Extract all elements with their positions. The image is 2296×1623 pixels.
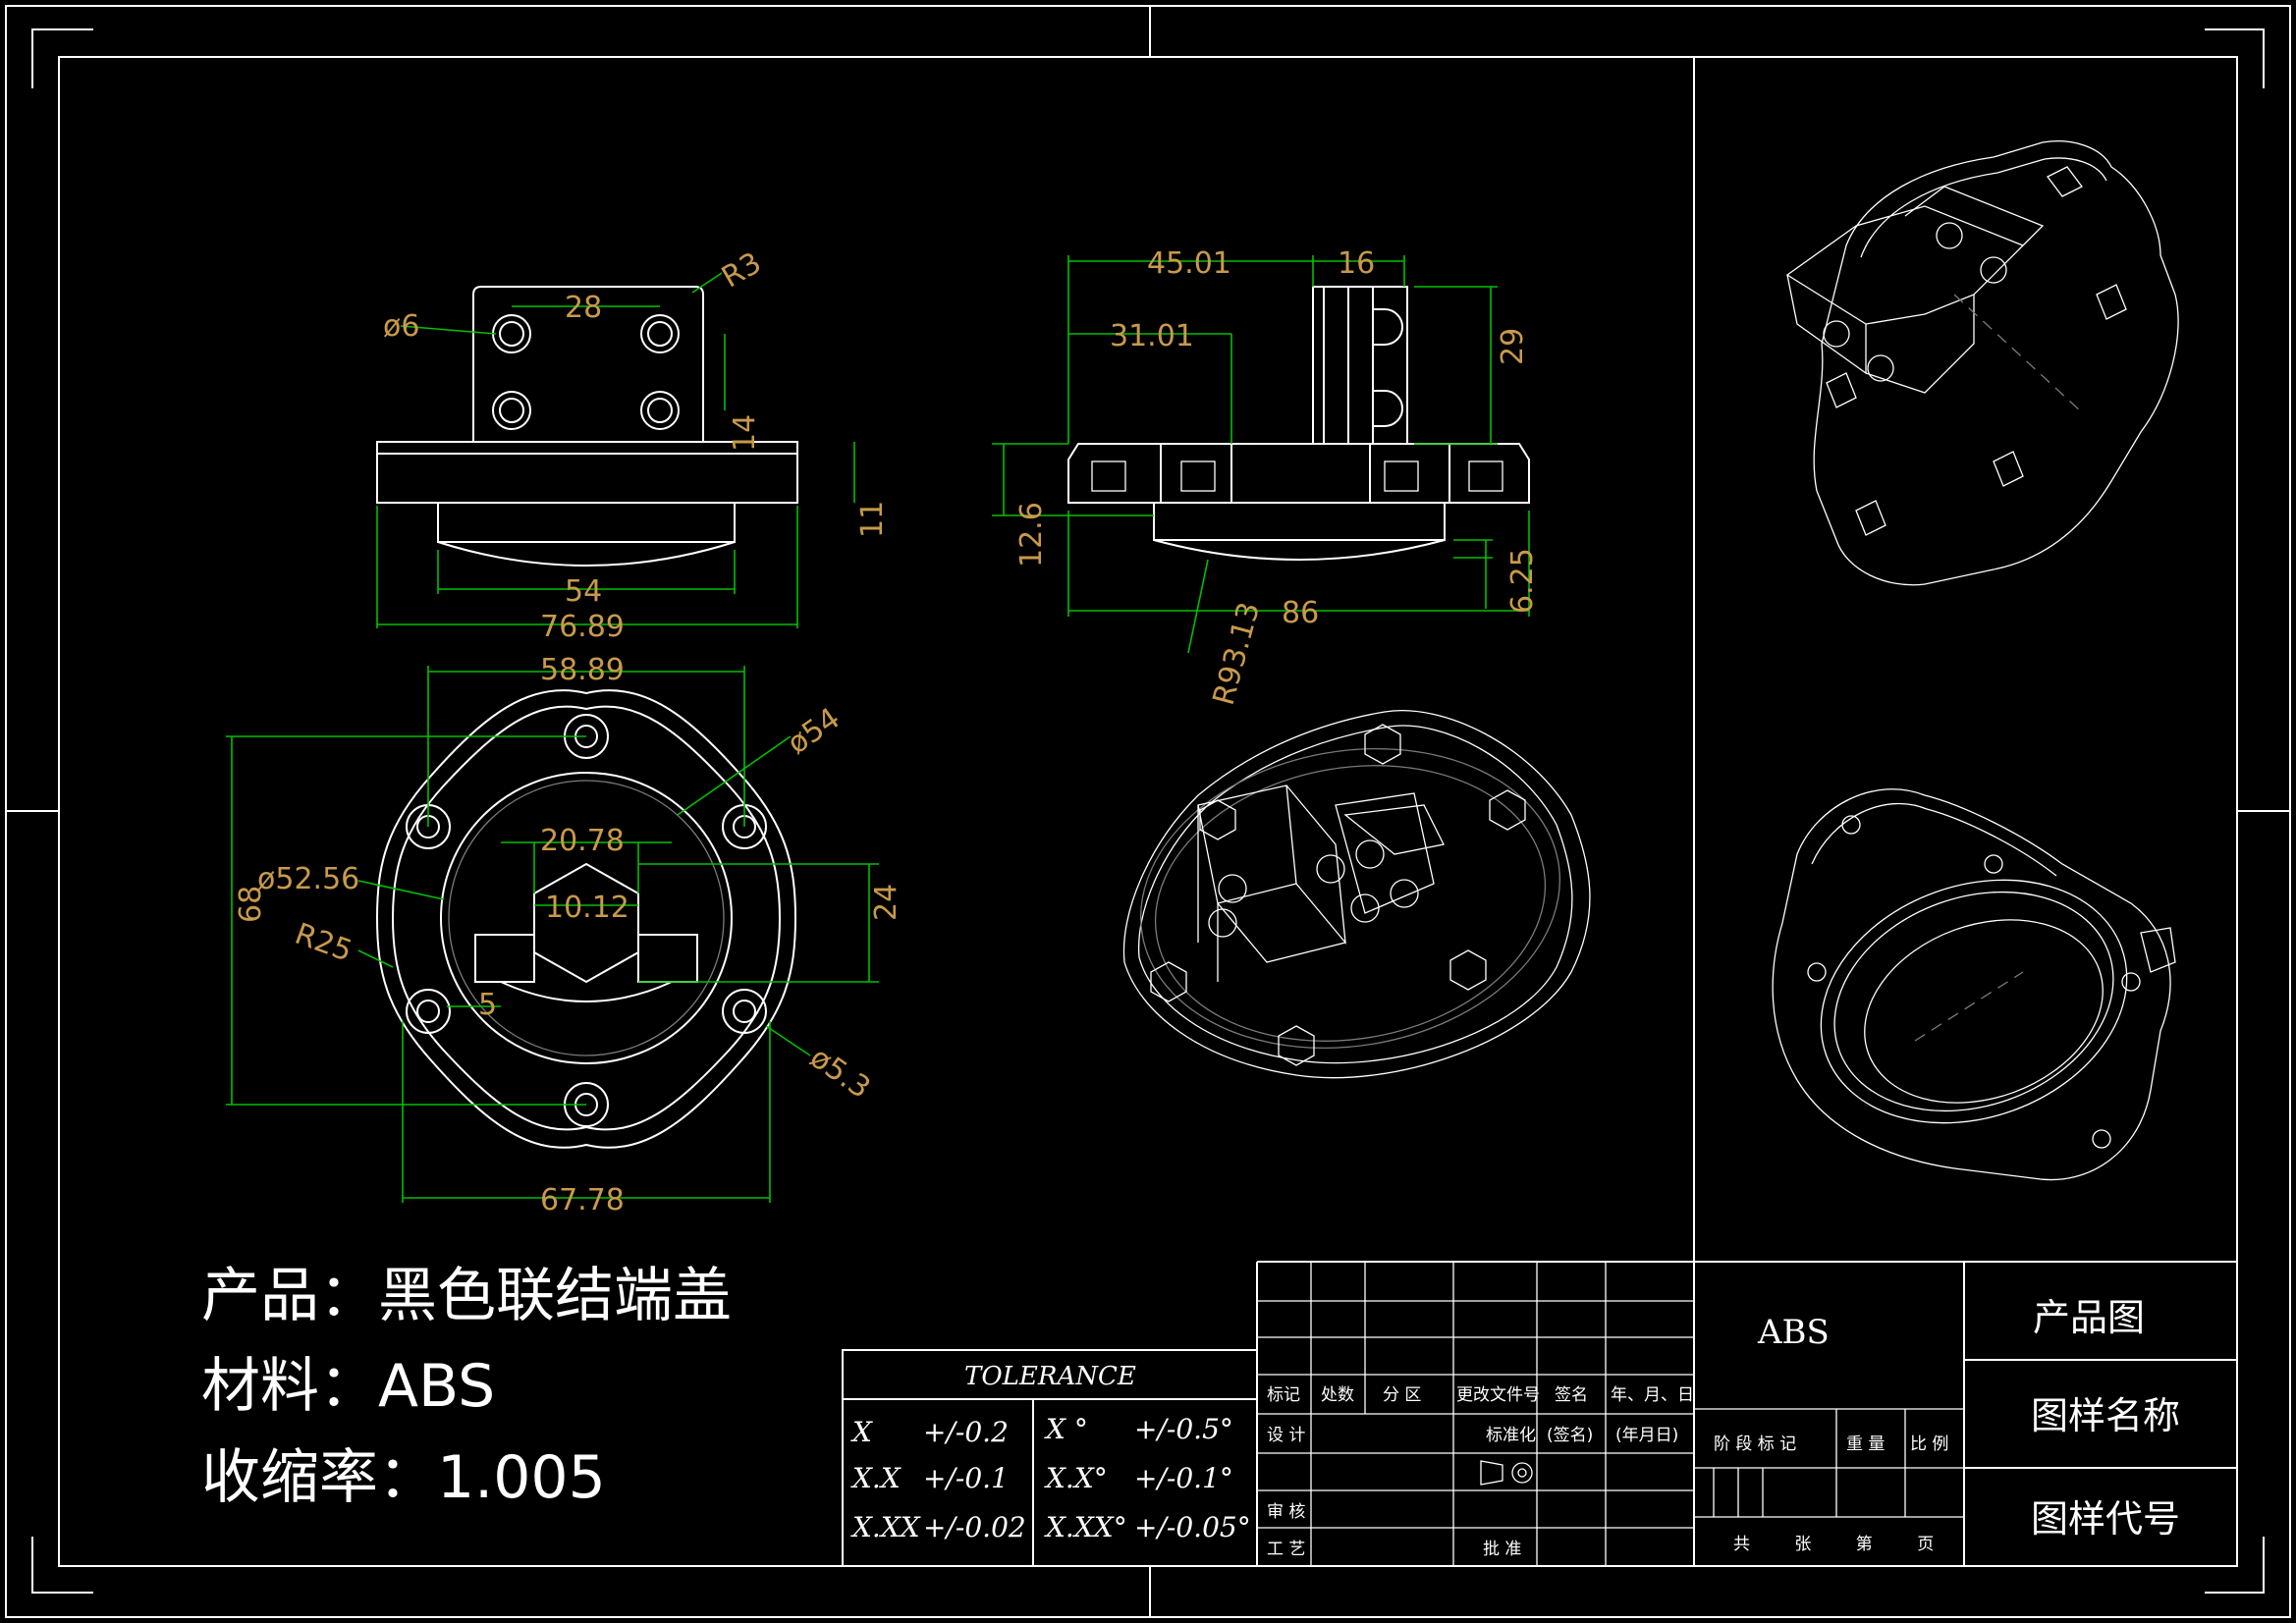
tb-drawing-name: 图样名称 bbox=[2031, 1394, 2180, 1437]
tb-qianming2: (签名) bbox=[1547, 1426, 1593, 1445]
tb-material-abs: ABS bbox=[1757, 1313, 1830, 1352]
tb-gongyi: 工 艺 bbox=[1267, 1540, 1305, 1559]
plan-view-hex-holes bbox=[406, 714, 767, 1127]
front-view bbox=[376, 286, 798, 567]
tb-gongzhang: 共 张 第 页 bbox=[1733, 1535, 1934, 1554]
dim-31-01: 31.01 bbox=[1110, 319, 1194, 353]
tb-zhongliang: 重 量 bbox=[1846, 1434, 1885, 1454]
dim-20-78: 20.78 bbox=[540, 824, 625, 858]
tolerance-table: TOLERANCE X +/-0.2 X ° +/-0.5° X.X +/-0.… bbox=[842, 1349, 1258, 1567]
dim-r3: R3 bbox=[716, 245, 767, 295]
dim-24: 24 bbox=[869, 884, 903, 921]
front-view-dims bbox=[376, 272, 855, 628]
plan-view-dims bbox=[226, 666, 879, 1203]
dim-86: 86 bbox=[1282, 596, 1319, 630]
dim-dia-54: ø54 bbox=[782, 701, 847, 761]
shrink-rate-label: 收缩率：1.005 bbox=[201, 1443, 606, 1512]
dim-dia-52-56: ø52.56 bbox=[257, 862, 359, 896]
dim-28: 28 bbox=[565, 291, 602, 325]
tb-bili: 比 例 bbox=[1910, 1434, 1948, 1454]
tb-chushu: 处数 bbox=[1321, 1385, 1354, 1405]
svg-text:+/-0.02: +/-0.02 bbox=[923, 1511, 1026, 1543]
svg-text:+/-0.05°: +/-0.05° bbox=[1134, 1511, 1251, 1543]
tb-product-drawing: 产品图 bbox=[2033, 1296, 2145, 1339]
dim-76-89: 76.89 bbox=[540, 610, 625, 644]
tb-genggai: 更改文件号 bbox=[1456, 1385, 1540, 1405]
dim-12-6: 12.6 bbox=[1014, 502, 1049, 568]
dim-16: 16 bbox=[1338, 246, 1375, 281]
tb-pizhun: 批 准 bbox=[1483, 1540, 1521, 1559]
material-label: 材料：ABS bbox=[201, 1352, 495, 1421]
svg-text:+/-0.1: +/-0.1 bbox=[923, 1462, 1009, 1494]
side-view-dims bbox=[992, 255, 1530, 654]
plan-view bbox=[375, 689, 797, 1149]
tb-drawing-code: 图样代号 bbox=[2031, 1497, 2180, 1541]
dim-r93-13: R93.13 bbox=[1207, 599, 1267, 709]
dim-r25: R25 bbox=[291, 917, 356, 969]
svg-text:+/-0.1°: +/-0.1° bbox=[1134, 1462, 1233, 1494]
dim-11: 11 bbox=[855, 501, 890, 538]
tb-biaoji: 标记 bbox=[1267, 1385, 1300, 1405]
dim-dia-5-3: ø5.3 bbox=[803, 1041, 876, 1107]
iso-view-top bbox=[1785, 140, 2179, 586]
projection-symbol-icon bbox=[1480, 1460, 1533, 1486]
product-name-label: 产品：黑色联结端盖 bbox=[201, 1262, 732, 1330]
dim-58-89: 58.89 bbox=[540, 653, 625, 687]
dim-5: 5 bbox=[478, 988, 497, 1022]
svg-text:X.XX°: X.XX° bbox=[1044, 1511, 1127, 1543]
tb-shenhe: 审 核 bbox=[1267, 1502, 1305, 1522]
svg-text:X.XX: X.XX bbox=[850, 1511, 921, 1543]
svg-text:X: X bbox=[850, 1416, 873, 1448]
dim-68: 68 bbox=[234, 886, 268, 923]
iso-view-bottom bbox=[1772, 788, 2176, 1181]
tb-sheji: 设 计 bbox=[1267, 1426, 1305, 1445]
dim-29: 29 bbox=[1496, 328, 1530, 365]
isometric-wireframe-view bbox=[1122, 710, 1591, 1079]
svg-text:+/-0.2: +/-0.2 bbox=[923, 1416, 1009, 1448]
tb-qianming: 签名 bbox=[1555, 1385, 1588, 1405]
dim-67-78: 67.78 bbox=[540, 1183, 625, 1217]
svg-text:+/-0.5°: +/-0.5° bbox=[1134, 1413, 1233, 1445]
svg-text:X.X°: X.X° bbox=[1044, 1462, 1108, 1494]
dim-10-12: 10.12 bbox=[545, 891, 629, 925]
tb-nianyueri2: (年月日) bbox=[1615, 1426, 1678, 1445]
dimension-labels: ø6 28 R3 14 11 54 76.89 45.01 16 31.01 2… bbox=[234, 245, 1540, 1217]
tolerance-title: TOLERANCE bbox=[964, 1362, 1136, 1391]
tb-nianyueri: 年、月、日 bbox=[1611, 1385, 1694, 1405]
tb-jieduan: 阶 段 标 记 bbox=[1714, 1434, 1796, 1454]
tb-biaozhunhua: 标准化 bbox=[1486, 1426, 1536, 1445]
dim-6-25: 6.25 bbox=[1505, 548, 1540, 614]
dim-hole-6: ø6 bbox=[383, 309, 419, 344]
title-block: 标记 处数 分 区 更改文件号 签名 年、月、日 设 计 标准化 (签名) (年… bbox=[1256, 1261, 2238, 1566]
dim-14: 14 bbox=[728, 414, 762, 452]
tb-fenqu: 分 区 bbox=[1383, 1385, 1421, 1405]
side-view bbox=[1067, 286, 1530, 561]
svg-text:X °: X ° bbox=[1044, 1413, 1088, 1445]
dim-54-width: 54 bbox=[565, 574, 602, 609]
svg-text:X.X: X.X bbox=[850, 1462, 902, 1494]
dim-45-01: 45.01 bbox=[1147, 246, 1231, 281]
